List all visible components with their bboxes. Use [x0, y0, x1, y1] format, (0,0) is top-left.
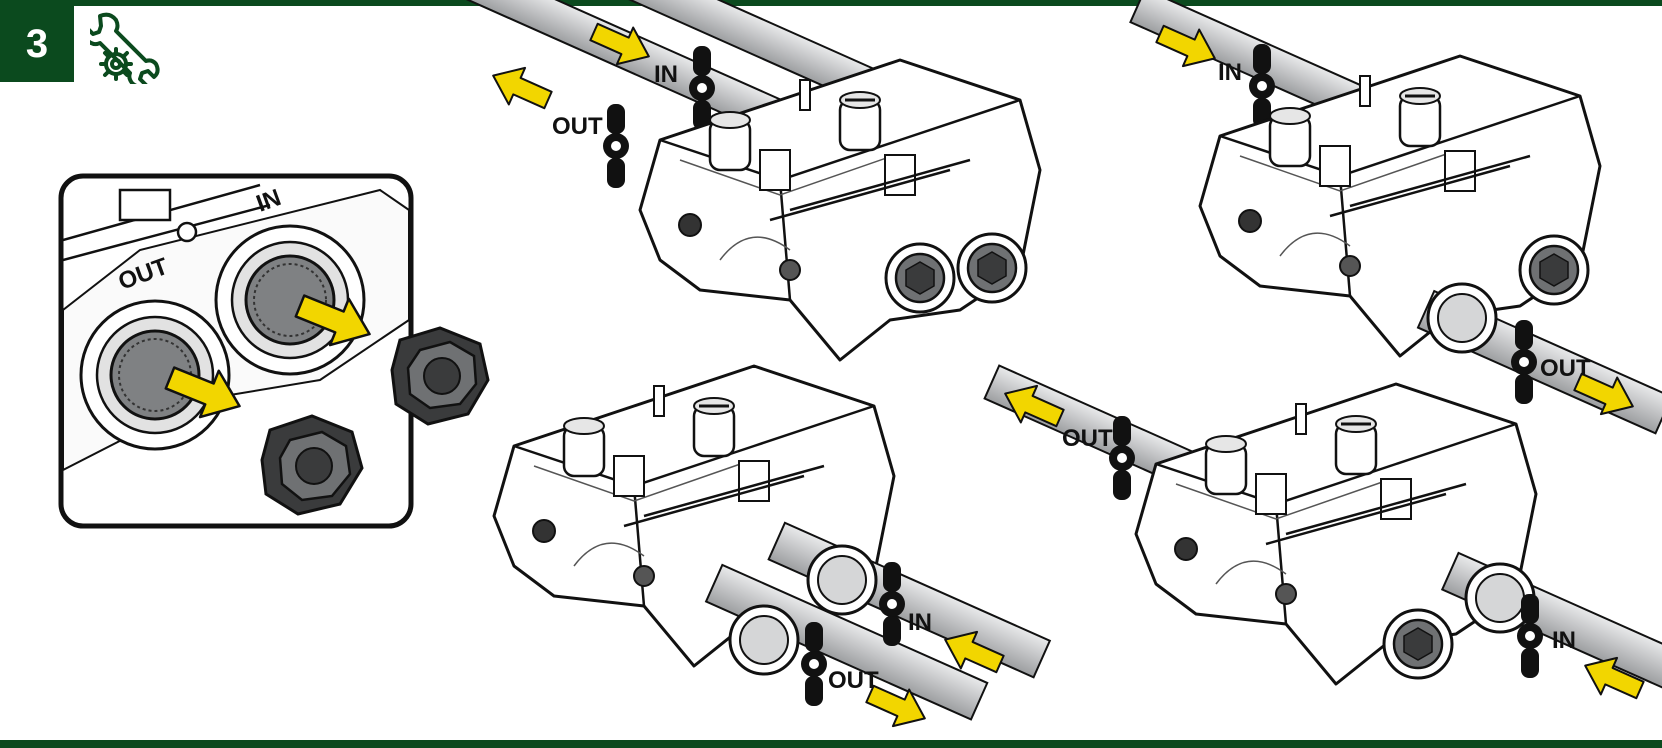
config-c-in-label: IN	[908, 609, 932, 636]
top-band	[0, 0, 1662, 6]
config-side-inlet-top-outlet: OUT IN	[983, 364, 1662, 710]
config-d-out-label: OUT	[1062, 425, 1113, 452]
config-c-out-label: OUT	[828, 667, 879, 694]
config-a-out-label: OUT	[552, 113, 603, 140]
config-top-inlet-top-outlet: IN OUT	[456, 0, 1042, 362]
plug-upper	[390, 326, 490, 426]
step-number-badge: 3	[0, 6, 74, 82]
bottom-band	[0, 740, 1662, 748]
inset-panel: IN OUT	[58, 173, 490, 529]
config-b-in-label: IN	[1218, 59, 1242, 86]
wrench-gear-icon	[90, 12, 160, 84]
config-side-inlet-side-outlet: IN OUT	[492, 364, 1052, 738]
config-top-inlet-side-outlet: IN OUT	[1129, 0, 1662, 435]
plug-lower	[260, 414, 364, 516]
config-d-in-label: IN	[1552, 627, 1576, 654]
config-a-in-label: IN	[654, 61, 678, 88]
